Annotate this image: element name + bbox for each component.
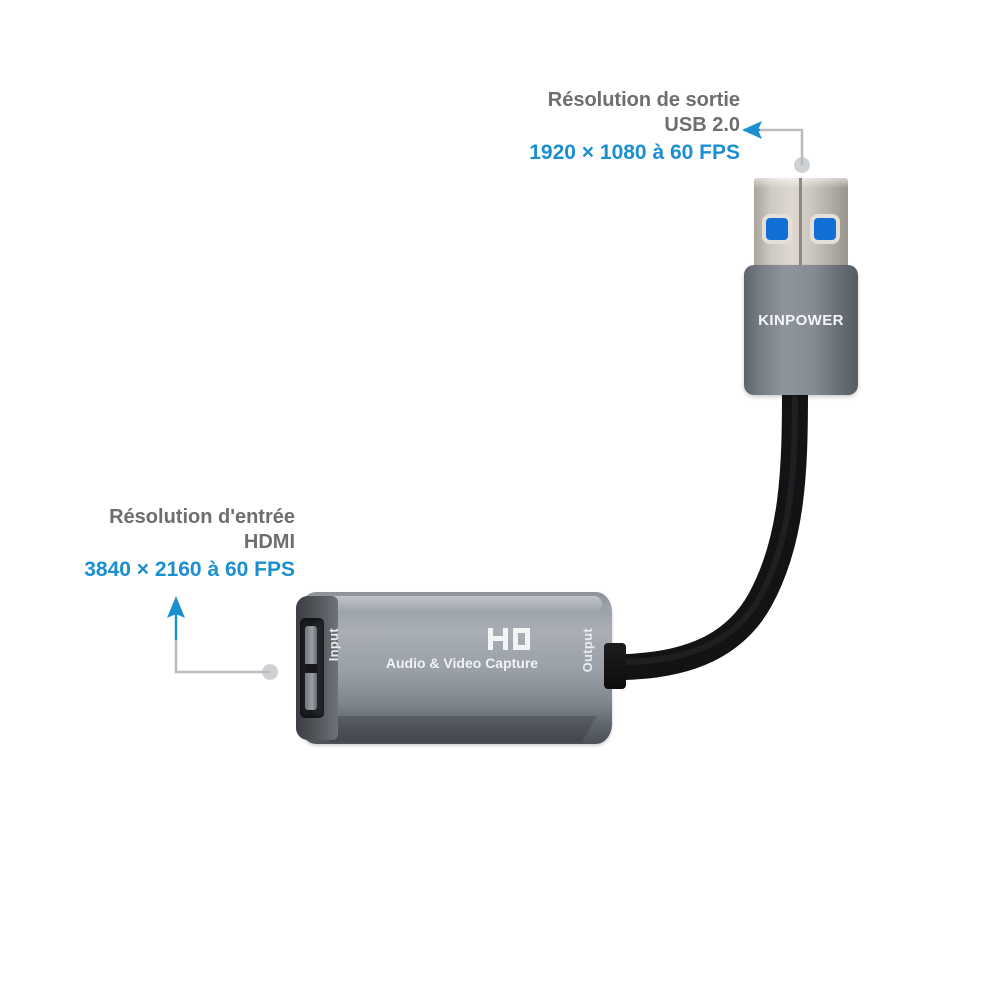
callout-output-subtitle: USB 2.0 [664,114,740,136]
body-bottom-bevel [315,716,597,742]
usb-contact-right [814,218,836,240]
device-label-input: Input [326,628,341,662]
body-highlight [310,596,602,612]
callout-input-subtitle: HDMI [243,531,295,553]
cable-strain-relief [604,643,626,689]
callout-output-resolution: Résolution de sortie USB 2.0 1920 × 1080… [410,88,740,166]
callout-input-spec: 3840 × 2160 à 60 FPS [84,558,295,581]
callout-input-resolution: Résolution d'entrée HDMI 3840 × 2160 à 6… [10,505,295,583]
usb-connector-housing [744,265,858,395]
device-label-output: Output [580,628,595,673]
hdmi-port-notch [305,664,317,673]
callout-output-spec: 1920 × 1080 à 60 FPS [529,141,740,164]
device-tagline: Audio & Video Capture [385,655,539,671]
usb-plug-seam [799,178,802,270]
usb-brand-label: KINPOWER [758,312,844,329]
usb-contact-left [766,218,788,240]
hd-logo-icon [487,626,531,652]
hd-logo-glyph [488,628,530,650]
callout-input-title: Résolution d'entrée [109,506,295,528]
callout-output-title: Résolution de sortie [547,89,740,111]
